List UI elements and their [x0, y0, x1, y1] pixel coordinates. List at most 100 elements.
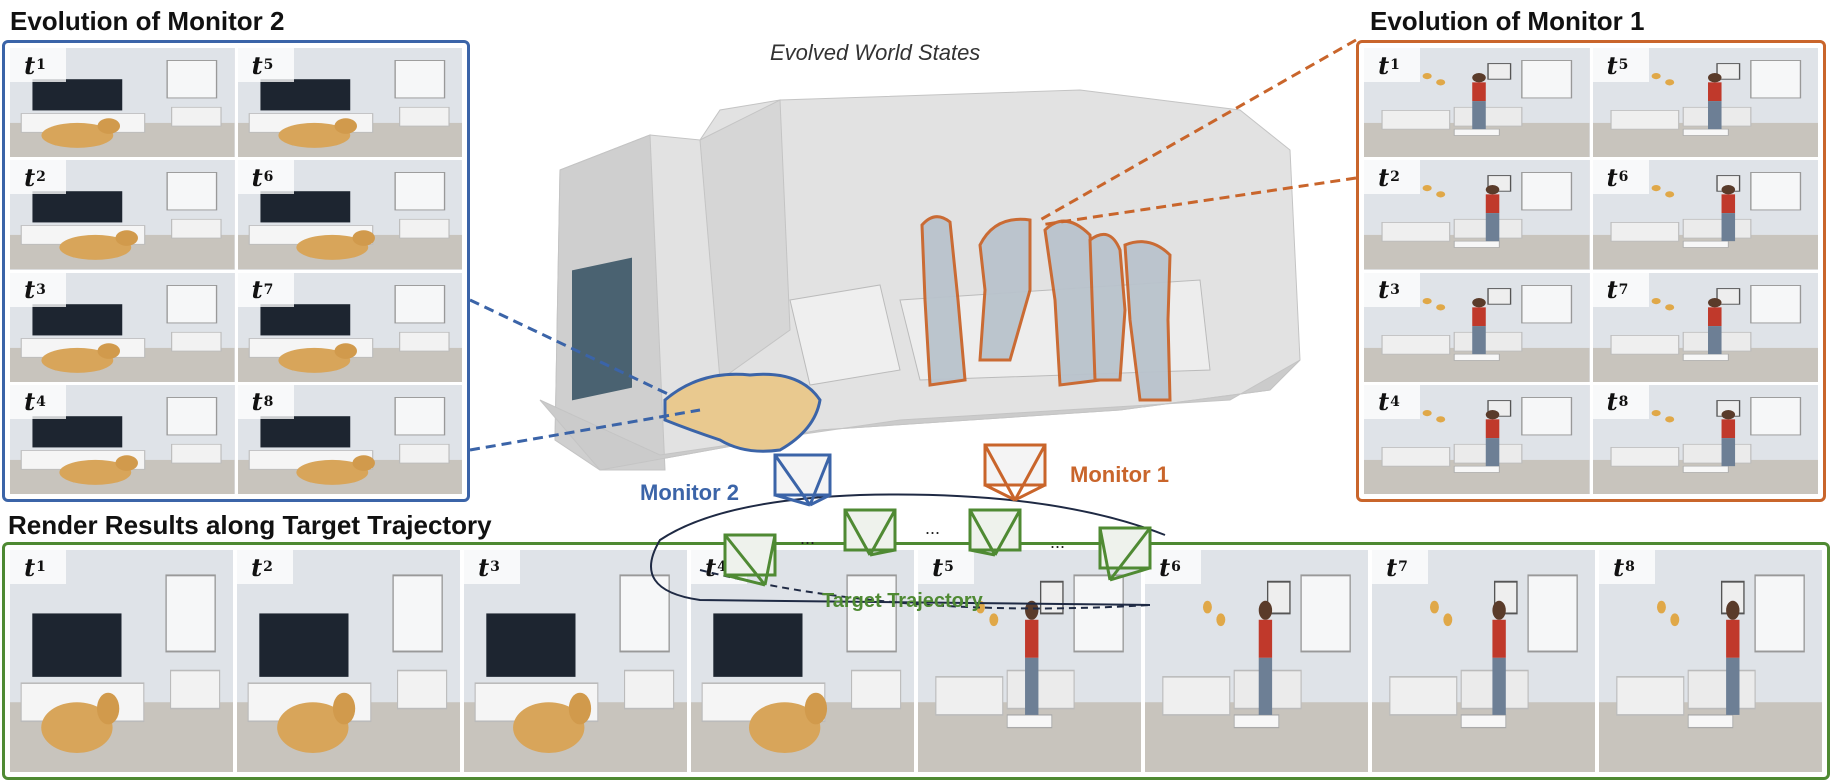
- time-symbol: t: [1613, 552, 1625, 582]
- monitor2-connector-bottom: [469, 408, 701, 452]
- time-index: 2: [263, 559, 273, 575]
- trajectory-camera-2: [843, 508, 897, 557]
- monitor1-connector-top: [1039, 38, 1357, 222]
- monitor1-label: Monitor 1: [1070, 462, 1169, 487]
- room-scene: [1364, 384, 1590, 494]
- time-index: 5: [944, 559, 954, 575]
- room-scene: [691, 550, 914, 772]
- trajectory-camera-1: [723, 533, 777, 587]
- time-index: 8: [1625, 559, 1635, 575]
- armchair-pointcloud: [789, 284, 901, 386]
- time-symbol: t: [478, 552, 490, 582]
- time-symbol: t: [24, 162, 36, 192]
- time-index: 7: [1398, 559, 1408, 575]
- ellipsis-1: ...: [800, 528, 816, 548]
- render-strip-title: Render Results along Target Trajectory: [8, 510, 492, 540]
- room-scene: [237, 550, 460, 772]
- time-symbol: t: [24, 552, 36, 582]
- person-outlines: [920, 215, 1172, 402]
- monitor2-connector-top: [469, 298, 671, 397]
- time-symbol: t: [251, 552, 263, 582]
- ellipsis-3: ...: [1050, 532, 1066, 552]
- time-index: 5: [263, 57, 274, 73]
- time-symbol: t: [705, 552, 717, 582]
- room-scene: [237, 272, 462, 382]
- time-symbol: t: [251, 50, 263, 80]
- monitor2-label: Monitor 2: [640, 480, 739, 505]
- room-scene: [1364, 160, 1590, 270]
- monitor2-camera: [773, 453, 832, 507]
- time-index: 3: [36, 281, 46, 298]
- time-symbol: t: [1378, 162, 1390, 192]
- trajectory-curve: [650, 493, 1166, 606]
- monitor1-connector-bottom: [1039, 176, 1357, 227]
- room-shell: [539, 89, 1301, 471]
- tv-pointcloud: [572, 257, 632, 401]
- time-symbol: t: [1606, 50, 1618, 80]
- time-index: 6: [1618, 169, 1629, 186]
- time-symbol: t: [1606, 387, 1618, 417]
- time-symbol: t: [1378, 275, 1390, 304]
- time-index: 5: [1618, 57, 1629, 73]
- time-symbol: t: [1606, 162, 1618, 192]
- room-scene: [1364, 48, 1590, 158]
- time-index: 3: [490, 559, 500, 575]
- time-symbol: t: [251, 387, 263, 417]
- time-symbol: t: [932, 552, 944, 582]
- time-index: 4: [36, 393, 46, 410]
- time-symbol: t: [251, 162, 263, 192]
- time-symbol: t: [1159, 552, 1171, 582]
- time-symbol: t: [1606, 275, 1618, 304]
- trajectory-camera-4: [1098, 526, 1152, 582]
- time-index: 2: [36, 169, 46, 186]
- trajectory-label: Target Trajectory: [822, 590, 983, 612]
- time-index: 6: [263, 169, 274, 186]
- monitor1-panel-title: Evolution of Monitor 1: [1370, 6, 1645, 36]
- room-scene: [1592, 384, 1818, 494]
- time-index: 7: [263, 281, 274, 298]
- time-index: 2: [1390, 169, 1400, 186]
- room-scene: [10, 550, 233, 772]
- time-symbol: t: [24, 387, 36, 417]
- time-index: 4: [1390, 393, 1400, 410]
